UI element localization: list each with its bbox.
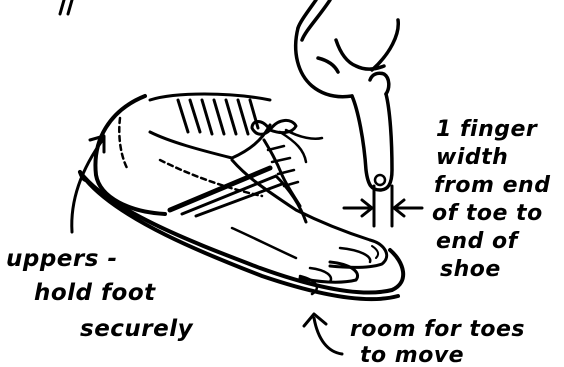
uppers-note-line-1: uppers - — [6, 246, 118, 272]
pointing-hand-icon — [296, 0, 399, 190]
finger-note-line-4: of toe to — [432, 201, 543, 226]
finger-note-line-6: shoe — [440, 257, 501, 282]
finger-width-arrows — [344, 186, 422, 226]
finger-note-line-1: 1 finger — [436, 117, 538, 142]
toes-note-line-1: room for toes — [350, 317, 525, 342]
uppers-note-line-2: hold foot — [34, 280, 156, 306]
finger-note-line-5: end of — [436, 229, 520, 254]
finger-note-line-3: from end — [434, 173, 550, 198]
uppers-note: uppers - hold foot securely — [6, 246, 194, 342]
stray-mark — [60, 0, 72, 14]
toes-note: room for toes to move — [350, 317, 525, 367]
uppers-note-line-3: securely — [80, 316, 194, 342]
toes-note-line-2: to move — [360, 343, 464, 367]
shoe-sandal — [80, 96, 403, 299]
finger-note-line-2: width — [436, 145, 508, 170]
finger-note: 1 finger width from end of toe to end of… — [432, 117, 550, 282]
